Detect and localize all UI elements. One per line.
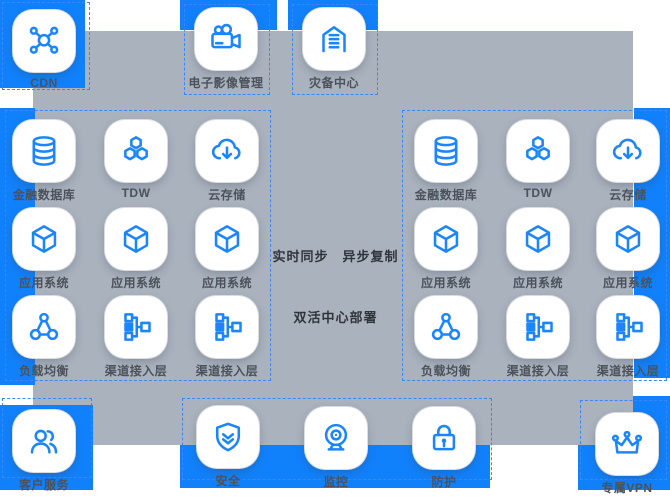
cube-icon [415,208,477,270]
database-icon [415,120,477,182]
node-security: 安全 [197,406,259,488]
padlock-icon [413,407,475,469]
node-load-balancer-right: 负载均衡 [415,296,477,378]
cube-icon [597,208,659,270]
services-dashed-box [182,398,492,480]
org-tree-icon [507,296,569,358]
org-tree-icon [105,296,167,358]
people-icon [13,410,75,472]
hexagon-cluster-icon [105,120,167,182]
node-tdw-left: TDW [105,120,167,200]
vpn-dashed-box [580,400,667,480]
cube-icon [105,208,167,270]
node-monitor: 监控 [305,407,367,489]
node-label: TDW [121,186,151,200]
dr-dashed-box [292,4,378,95]
load-balancer-icon [13,296,75,358]
node-label: 监控 [323,475,349,489]
cube-icon [507,208,569,270]
node-channel-access-left-1: 渠道接入层 [105,296,167,378]
node-label: 灾备中心 [308,76,359,90]
node-cloud-storage-left: 云存储 [196,120,258,202]
node-vpn: 专属VPN [596,413,658,495]
org-tree-icon [597,296,659,358]
node-label: 防护 [431,475,457,489]
cube-icon [196,208,258,270]
node-label: 渠道接入层 [596,364,660,378]
cloud-download-icon [196,120,258,182]
cloud-download-icon [597,120,659,182]
node-tdw-right: TDW [507,120,569,200]
node-label: 电子影像管理 [188,76,264,90]
node-label: 云存储 [208,188,246,202]
node-label: 应用系统 [420,276,471,290]
annotation-sync: 实时同步 异步复制 [272,249,399,264]
node-dr-center: 灾备中心 [303,8,365,90]
dc-right-dashed-box [402,110,667,381]
hexagon-cluster-icon [507,120,569,182]
node-label: 金融数据库 [12,188,76,202]
node-cloud-storage-right: 云存储 [597,120,659,202]
node-app-system-right-1: 应用系统 [415,208,477,290]
node-label: TDW [523,186,553,200]
node-label: 应用系统 [602,276,653,290]
node-label: 云存储 [609,188,647,202]
node-app-system-left-1: 应用系统 [13,208,75,290]
network-nodes-icon [13,10,75,72]
node-app-system-left-3: 应用系统 [196,208,258,290]
node-label: 专属VPN [601,481,653,495]
node-channel-access-left-2: 渠道接入层 [196,296,258,378]
org-tree-icon [196,296,258,358]
node-findb-right: 金融数据库 [415,120,477,202]
customer-dashed-box [2,398,92,478]
cube-icon [13,208,75,270]
video-camera-icon [195,8,257,70]
node-label: 渠道接入层 [104,364,168,378]
shield-check-icon [197,406,259,468]
node-label: CDN [30,76,58,90]
crown-icon [596,413,658,475]
database-icon [13,120,75,182]
node-label: 渠道接入层 [195,364,259,378]
node-label: 金融数据库 [414,188,478,202]
load-balancer-icon [415,296,477,358]
node-customer-service: 客户服务 [13,410,75,492]
node-findb-left: 金融数据库 [13,120,75,202]
annotation-deploy: 双活中心部署 [293,310,378,325]
dc-left-dashed-box [5,110,271,381]
node-app-system-right-2: 应用系统 [507,208,569,290]
node-label: 负载均衡 [420,364,471,378]
webcam-icon [305,407,367,469]
node-protection: 防护 [413,407,475,489]
node-label: 客户服务 [18,478,69,492]
node-channel-access-right-1: 渠道接入层 [507,296,569,378]
node-e-imaging: 电子影像管理 [188,8,263,90]
node-label: 应用系统 [512,276,563,290]
node-app-system-left-2: 应用系统 [105,208,167,290]
node-label: 应用系统 [18,276,69,290]
node-cdn: CDN [13,10,75,90]
cdn-dashed-box [2,2,90,90]
node-load-balancer-left: 负载均衡 [13,296,75,378]
warehouse-icon [303,8,365,70]
node-channel-access-right-2: 渠道接入层 [597,296,659,378]
node-label: 应用系统 [110,276,161,290]
node-app-system-right-3: 应用系统 [597,208,659,290]
node-label: 应用系统 [201,276,252,290]
node-label: 安全 [215,474,241,488]
node-label: 渠道接入层 [506,364,570,378]
node-label: 负载均衡 [18,364,69,378]
imaging-dashed-box [184,4,270,95]
